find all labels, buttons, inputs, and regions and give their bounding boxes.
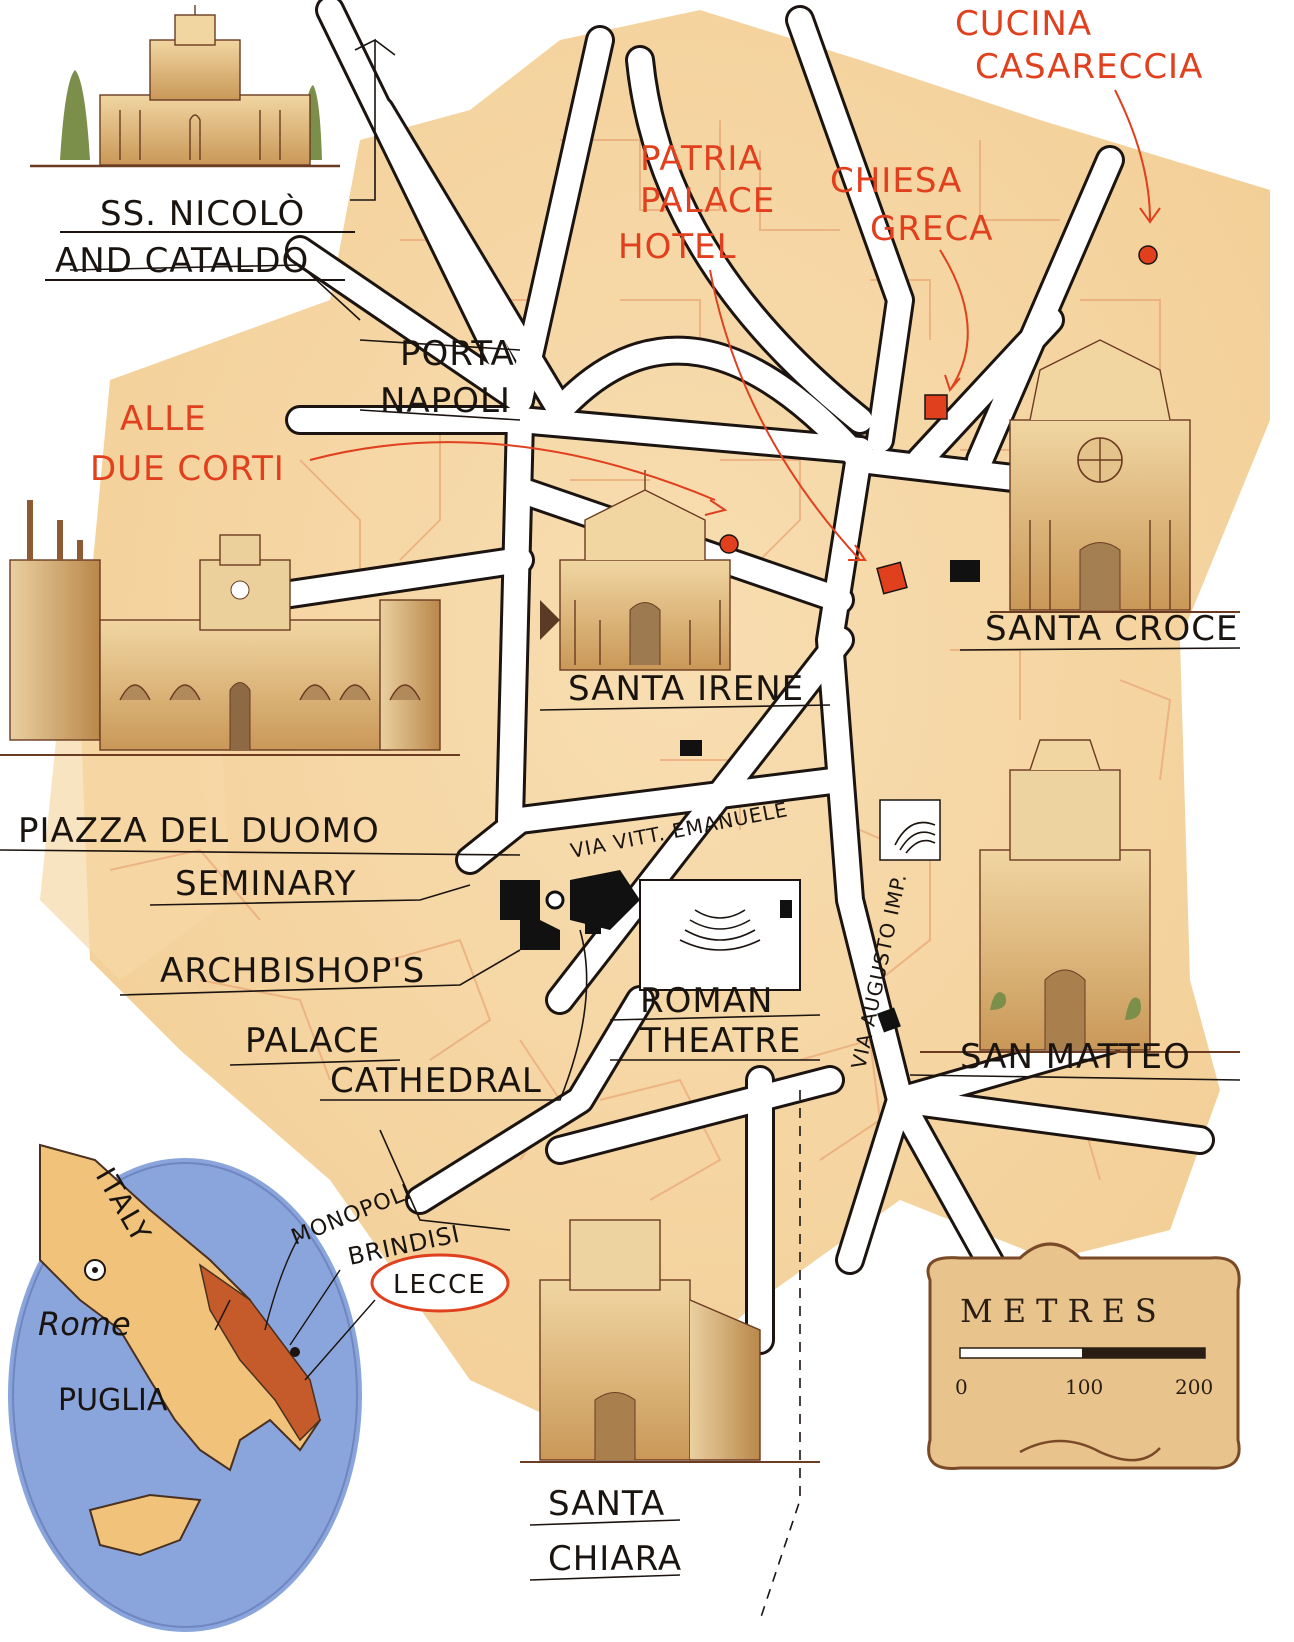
inset-sicily	[88, 1493, 202, 1557]
label-santa-chiara-line1: SANTA	[548, 1484, 665, 1524]
scale-tick-200: 200	[1175, 1375, 1213, 1399]
label-cucina-line2: CASARECCIA	[975, 47, 1203, 87]
label-patria-line2: PALACE	[640, 181, 775, 221]
inset-label-puglia: PUGLIA	[58, 1383, 168, 1418]
label-roman-theatre-line1: ROMAN	[640, 981, 773, 1021]
inset-italy-land	[39, 1143, 322, 1472]
label-patria-line3: HOTEL	[618, 227, 737, 267]
label-seminary: SEMINARY	[175, 864, 356, 904]
label-chiesa-greca-line2: GRECA	[870, 209, 993, 249]
place-labels: ALLE DUE CORTI PATRIA PALACE HOTEL CHIES…	[90, 4, 1203, 489]
label-alle-due-corti-line1: ALLE	[120, 399, 207, 439]
inset-puglia	[198, 1263, 321, 1442]
label-piazza-del-duomo: PIAZZA DEL DUOMO	[18, 811, 380, 851]
santa-irene-illustration	[540, 470, 731, 671]
building-markers	[500, 560, 980, 1033]
italy-inset-map: ITALY Rome PUGLIA MONOPOLI BRINDISI LECC…	[2, 1143, 510, 1638]
label-santa-croce: SANTA CROCE	[985, 609, 1238, 649]
inset-label-lecce: LECCE	[393, 1270, 487, 1300]
label-roman-theatre-line2: THEATRE	[639, 1021, 801, 1061]
lecce-highlight-ring	[370, 1253, 510, 1313]
label-san-matteo: SAN MATTEO	[960, 1037, 1191, 1077]
scale-tick-0: 0	[955, 1375, 968, 1399]
red-place-markers	[719, 245, 1158, 595]
label-cathedral: CATHEDRAL	[330, 1061, 542, 1101]
label-ss-nicolo-line2: AND CATALDO	[55, 241, 309, 281]
santa-croce-illustration	[990, 339, 1240, 613]
inset-label-rome: Rome	[38, 1305, 131, 1343]
label-patria-line1: PATRIA	[640, 139, 763, 179]
landmark-labels: SS. NICOLÒ AND CATALDO PORTA NAPOLI PIAZ…	[18, 193, 1238, 1579]
scale-cartouche: METRES 0 100 200	[926, 1242, 1241, 1470]
roman-theatre-site	[639, 879, 801, 991]
label-santa-chiara-line2: CHIARA	[548, 1539, 682, 1579]
label-porta-napoli-line2: NAPOLI	[380, 381, 511, 421]
piazza-duomo-illustration	[0, 500, 460, 756]
label-santa-irene: SANTA IRENE	[568, 669, 804, 709]
dashed-path	[759, 1090, 801, 1621]
road-network	[235, 0, 1215, 1355]
scale-title: METRES	[960, 1292, 1167, 1330]
label-ss-nicolo-line1: SS. NICOLÒ	[100, 193, 305, 234]
label-porta-napoli-line1: PORTA	[400, 334, 515, 374]
santa-chiara-illustration	[520, 1219, 820, 1463]
red-leader-lines	[309, 89, 1161, 561]
scale-tick-100: 100	[1065, 1375, 1103, 1399]
label-archbishops-palace-line2: PALACE	[245, 1021, 380, 1061]
label-chiesa-greca-line1: CHIESA	[830, 161, 962, 201]
san-matteo-illustration	[920, 739, 1240, 1053]
leader-lines	[0, 38, 1241, 1581]
ss-nicolo-illustration	[30, 5, 340, 168]
amphitheatre-symbol	[879, 799, 941, 861]
label-alle-due-corti-line2: DUE CORTI	[90, 449, 285, 489]
label-cucina-line1: CUCINA	[955, 4, 1092, 44]
label-archbishops-palace-line1: ARCHBISHOP'S	[160, 951, 425, 991]
